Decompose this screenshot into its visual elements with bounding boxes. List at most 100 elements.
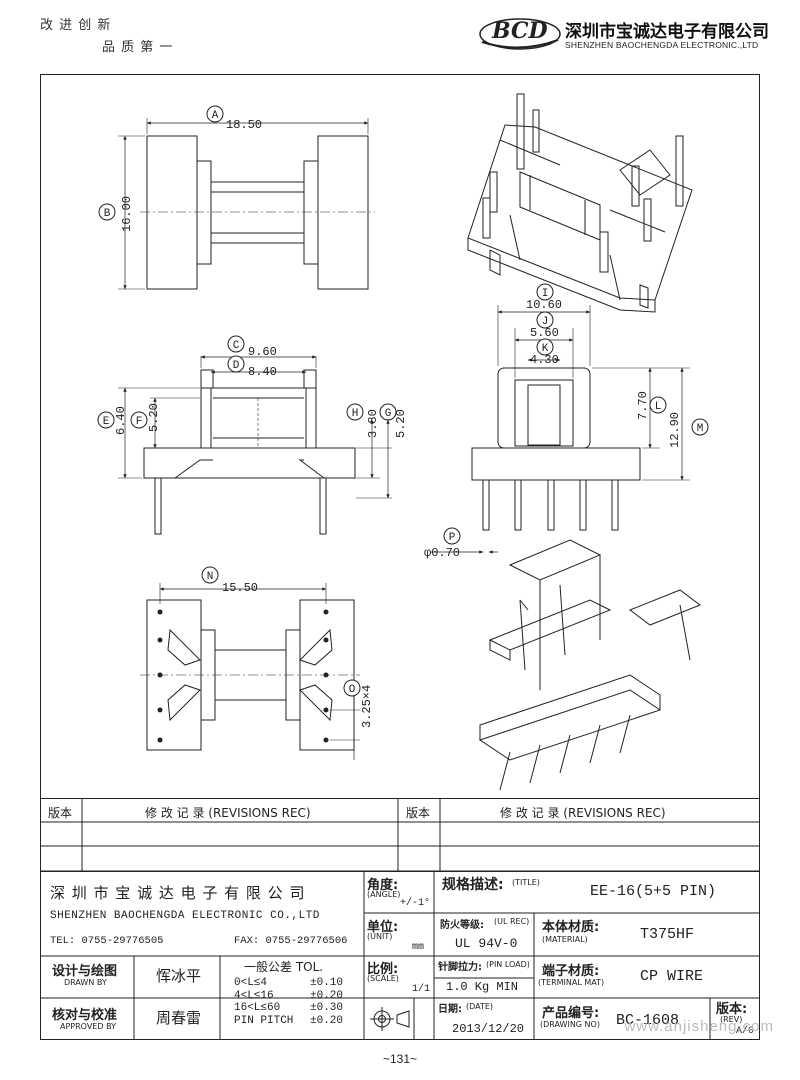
angle-value: +/-1°	[400, 898, 431, 909]
dim-B: 16.00	[120, 196, 134, 232]
dim-O: 3.25×4	[360, 685, 374, 728]
drawing-no-label: 产品编号:	[542, 1006, 600, 1021]
tb-fax: FAX: 0755-29776506	[234, 935, 348, 947]
label-N: N	[201, 566, 219, 584]
approved-label: 核对与校准	[52, 1008, 118, 1023]
dim-A: 18.50	[226, 118, 262, 132]
svg-text:E: E	[103, 416, 110, 428]
company-logo: BCD	[478, 14, 562, 54]
tb-tel: TEL: 0755-29776505	[50, 935, 164, 947]
dim-G: 5.20	[394, 409, 408, 438]
label-I: I	[536, 283, 554, 301]
bottom-view	[140, 583, 360, 760]
header-company-cn: 深圳市宝诚达电子有限公司	[565, 22, 769, 42]
logo-text: BCD	[492, 18, 548, 44]
drawing-no-value: BC-1608	[616, 1012, 680, 1029]
title-label-en: (TITLE)	[512, 878, 540, 887]
dim-I: 10.60	[526, 298, 562, 312]
svg-text:B: B	[104, 208, 111, 220]
svg-text:N: N	[207, 571, 214, 583]
dim-J: 5.60	[530, 326, 559, 340]
date-label: 日期:	[438, 1004, 462, 1015]
scale-label: 比例:	[367, 962, 399, 977]
unit-label: 单位:	[367, 920, 399, 935]
drawn-value: 恽冰平	[156, 967, 202, 985]
top-view	[118, 118, 375, 290]
dim-F: 5.20	[147, 403, 161, 432]
title-value: EE-16(5+5 PIN)	[590, 883, 717, 900]
dim-N: 15.50	[222, 581, 258, 595]
label-H: H	[346, 403, 364, 421]
label-A: A	[206, 105, 224, 123]
slogan-line-2: 品 质 第 一	[102, 40, 174, 55]
angle-label: 角度:	[367, 878, 399, 893]
rev-record-label-left: 修 改 记 录 (REVISIONS REC)	[145, 806, 311, 820]
terminal-label-en: (TERMINAL MAT)	[538, 978, 605, 987]
title-label: 规格描述:	[442, 877, 504, 893]
date-value: 2013/12/20	[452, 1022, 525, 1036]
tolerance-table: 0<L≤4±0.10 4<L≤16±0.20 16<L≤60±0.30 PIN …	[234, 977, 343, 1027]
isometric-view-bottom	[478, 539, 702, 791]
technical-drawing: A B C D E F H G I J K L M N O P 18.50 16…	[97, 93, 709, 791]
rev-label: 版本:	[716, 1002, 748, 1017]
dimension-values: 18.50 16.00 9.60 8.40 6.40 5.20 3.80 5.2…	[114, 118, 682, 728]
label-P: P	[443, 527, 461, 545]
label-L: L	[649, 396, 667, 414]
angle-label-en: (ANGLE)	[367, 890, 401, 899]
date-label-en: (DATE)	[466, 1002, 494, 1011]
svg-text:O: O	[349, 684, 356, 696]
dim-M: 12.90	[668, 412, 682, 448]
drawn-label: 设计与绘图	[52, 964, 118, 979]
dim-H: 3.80	[366, 409, 380, 438]
slogan-line-1: 改 进 创 新	[40, 18, 112, 33]
svg-text:H: H	[352, 408, 359, 420]
fire-label: 防火等级:	[440, 920, 484, 931]
svg-text:F: F	[136, 416, 143, 428]
approved-label-en: APPROVED BY	[60, 1022, 117, 1031]
terminal-label: 端子材质:	[542, 964, 600, 979]
svg-text:C: C	[233, 340, 240, 352]
svg-text:G: G	[385, 408, 392, 420]
rev-version-label-right: 版本	[406, 806, 431, 820]
label-K: K	[536, 338, 554, 356]
tb-company-en: SHENZHEN BAOCHENGDA ELECTRONIC CO.,LTD	[50, 910, 320, 922]
label-G: G	[379, 403, 397, 421]
label-O: O	[343, 679, 361, 697]
svg-text:I: I	[542, 288, 549, 300]
dim-D: 8.40	[248, 365, 277, 379]
callout-labels: A B C D E F H G I J K L M N O P	[97, 105, 709, 697]
watermark: www.anjisheng.com	[624, 1018, 774, 1035]
dim-K: 4.30	[530, 353, 559, 367]
label-F: F	[130, 411, 148, 429]
scale-label-en: (SCALE)	[367, 974, 399, 983]
svg-text:A: A	[212, 110, 219, 122]
svg-text:J: J	[542, 316, 549, 328]
front-view	[118, 355, 392, 535]
svg-text:K: K	[542, 343, 549, 355]
unit-value: mm	[412, 942, 425, 953]
material-value: T375HF	[640, 926, 695, 943]
label-C: C	[227, 335, 245, 353]
projection-symbol	[370, 1007, 410, 1031]
drawn-label-en: DRAWN BY	[64, 978, 107, 987]
dim-L: 7.70	[636, 391, 650, 420]
tolerance-label: 一般公差 TOL.	[244, 960, 324, 974]
rev-version-label-left: 版本	[48, 806, 73, 820]
fire-value: UL 94V-0	[455, 936, 518, 951]
label-E: E	[97, 411, 115, 429]
rev-value: A/0	[736, 1026, 755, 1037]
rev-record-label-right: 修 改 记 录 (REVISIONS REC)	[500, 806, 666, 820]
svg-text:P: P	[449, 532, 456, 544]
tol-row-4: PIN PITCH±0.20	[234, 1014, 344, 1027]
label-D: D	[227, 355, 245, 373]
rev-label-en: (REV)	[720, 1015, 743, 1024]
pinload-value: 1.0 Kg MIN	[446, 980, 519, 994]
dim-E: 6.40	[114, 406, 128, 435]
terminal-value: CP WIRE	[640, 968, 704, 985]
label-J: J	[536, 311, 554, 329]
label-M: M	[691, 418, 709, 436]
svg-text:M: M	[697, 423, 704, 435]
unit-label-en: (UNIT)	[367, 932, 393, 941]
tb-company-cn: 深 圳 市 宝 诚 达 电 子 有 限 公 司	[50, 884, 306, 902]
page-number: ~131~	[382, 1052, 418, 1066]
